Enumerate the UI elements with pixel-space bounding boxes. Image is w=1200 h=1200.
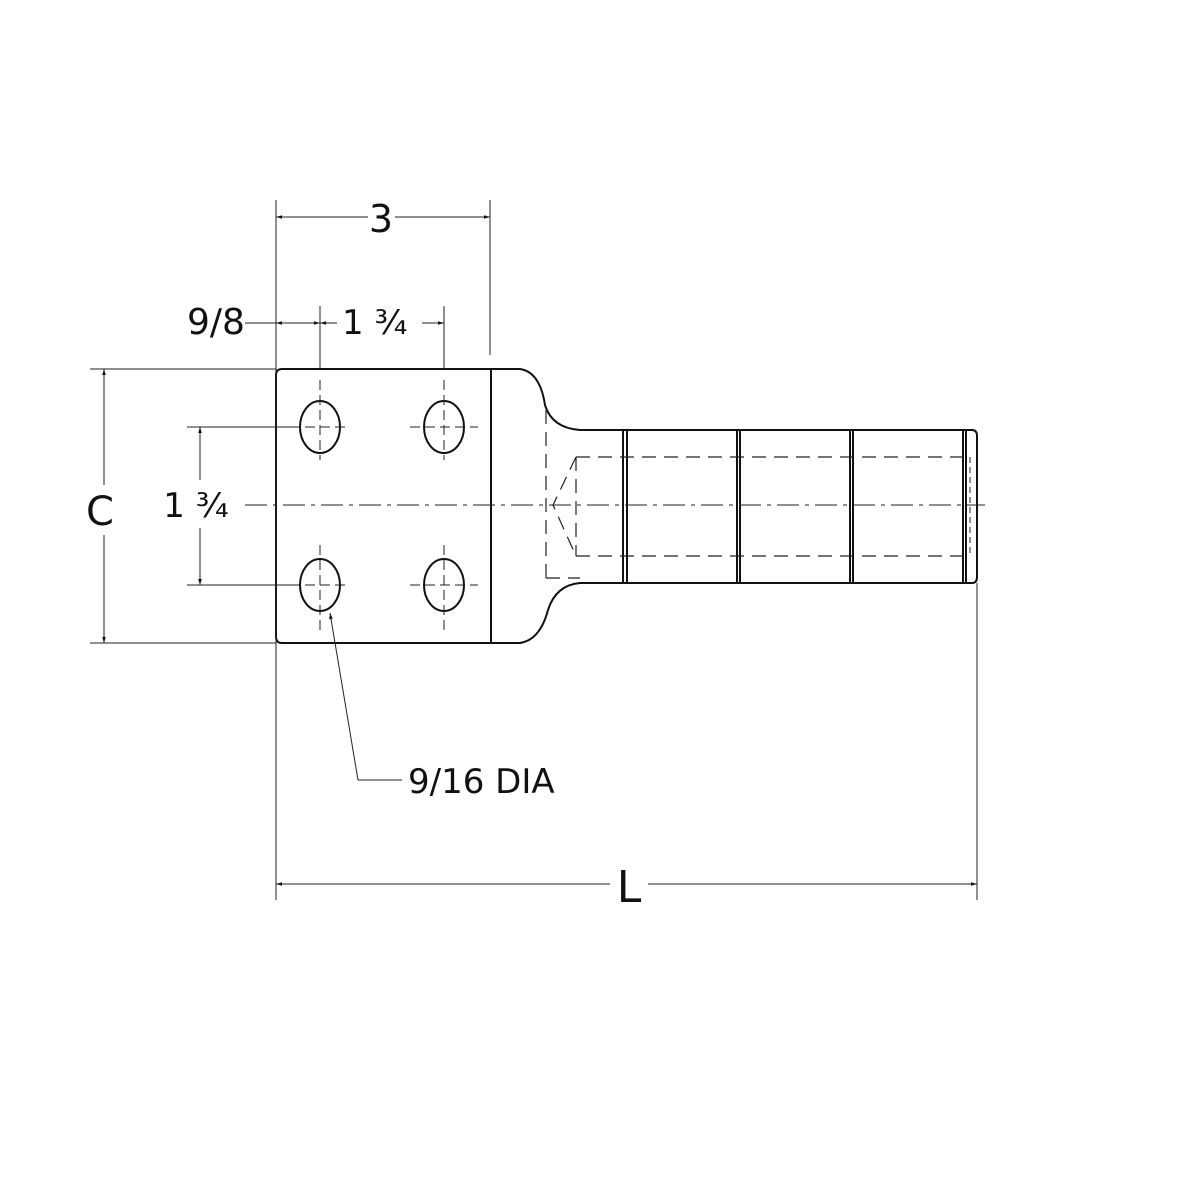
bolt-hole [410,380,478,460]
dimension-hole-offset: 9/8 1 ¾ [187,302,444,343]
hole-spacing-horizontal-label: 1 ¾ [342,303,407,343]
dimension-pad-width: C [86,369,114,643]
hole-spacing-vertical-label: 1 ¾ [163,486,228,526]
bolt-hole [299,380,350,460]
pad-width-label: C [86,489,114,535]
lug-outline [275,368,978,644]
dimension-overall-length: L [276,862,977,913]
hidden-bore [545,410,971,579]
hole-diameter-label: 9/16 DIA [408,762,555,802]
bolt-hole [299,545,350,630]
hole-diameter-callout: 9/16 DIA [329,612,555,802]
overall-length-label: L [617,862,642,913]
extension-lines [90,200,978,900]
barrel-grooves [622,430,967,583]
dimension-width: 3 [276,197,490,241]
edge-to-hole-label: 9/8 [187,302,245,343]
bolt-hole [410,545,478,630]
width-label: 3 [369,197,393,241]
dimension-hole-spacing-vertical: 1 ¾ [163,427,229,585]
